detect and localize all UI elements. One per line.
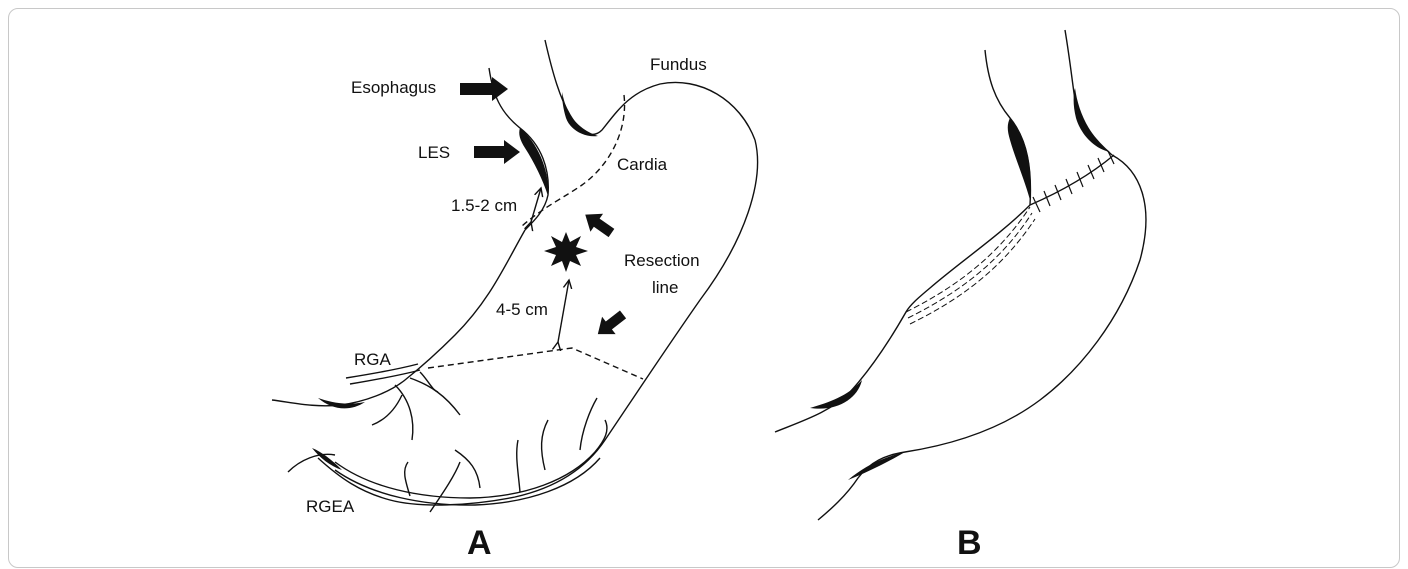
rga-label: RGA — [354, 350, 392, 369]
resection-line-label-2: line — [652, 278, 678, 297]
distance-bottom-label: 4-5 cm — [496, 300, 548, 319]
esophagus-label: Esophagus — [351, 78, 436, 97]
pylorus-sphincter-upper — [318, 398, 365, 408]
rgea-branch-5 — [580, 398, 597, 450]
rga-branch-4 — [420, 372, 438, 392]
fundus-label: Fundus — [650, 55, 707, 74]
les-arrow-icon — [474, 140, 520, 164]
b-lesser-curvature — [775, 205, 1030, 432]
resection-line-label-1: Resection — [624, 251, 700, 270]
lesser-curvature — [272, 230, 525, 406]
rga-branch-2 — [410, 378, 460, 415]
b-greater-curvature — [818, 155, 1146, 520]
panel-b-label: B — [957, 524, 982, 562]
b-lower-sphincter-1 — [810, 380, 862, 409]
rgea-label: RGEA — [306, 497, 355, 516]
rgea-branch-6 — [455, 450, 480, 488]
b-staple-line-2 — [908, 213, 1032, 318]
distance-top-label: 1.5-2 cm — [451, 196, 517, 215]
rgea-branch-4 — [542, 420, 548, 470]
rgea-vessel-1 — [335, 420, 607, 498]
distance-arrow-bottom — [558, 280, 569, 342]
rga-branch-1 — [395, 385, 413, 440]
rgea-branch-3 — [517, 440, 520, 492]
lesion-starburst-icon — [544, 232, 588, 272]
b-right-sphincter — [1074, 88, 1110, 152]
rga-branch-3 — [372, 395, 402, 425]
resection-arrow-lower-icon — [591, 306, 630, 343]
panel-a-label: A — [467, 524, 492, 562]
cardia-label: Cardia — [617, 155, 668, 174]
b-suture-line — [1030, 155, 1114, 205]
distance-arrow-top — [531, 188, 541, 222]
les-label: LES — [418, 143, 450, 162]
panel-b: B — [775, 30, 1146, 562]
resection-arrow-upper-icon — [579, 206, 618, 242]
duodenum-lower — [288, 454, 335, 472]
b-suture-ticks — [1033, 151, 1114, 212]
esophagus-sphincter-right — [562, 92, 598, 136]
b-esophagus-left-wall — [985, 50, 1030, 205]
panel-a: Esophagus Fundus LES Cardia 1.5-2 cm Res… — [272, 40, 758, 562]
b-lower-sphincter-2 — [848, 452, 905, 480]
resection-line — [428, 348, 643, 379]
b-les-sphincter — [1008, 118, 1031, 200]
esophagus-arrow-icon — [460, 77, 508, 101]
rgea-branch-2 — [405, 462, 410, 496]
greater-curvature — [318, 140, 758, 505]
